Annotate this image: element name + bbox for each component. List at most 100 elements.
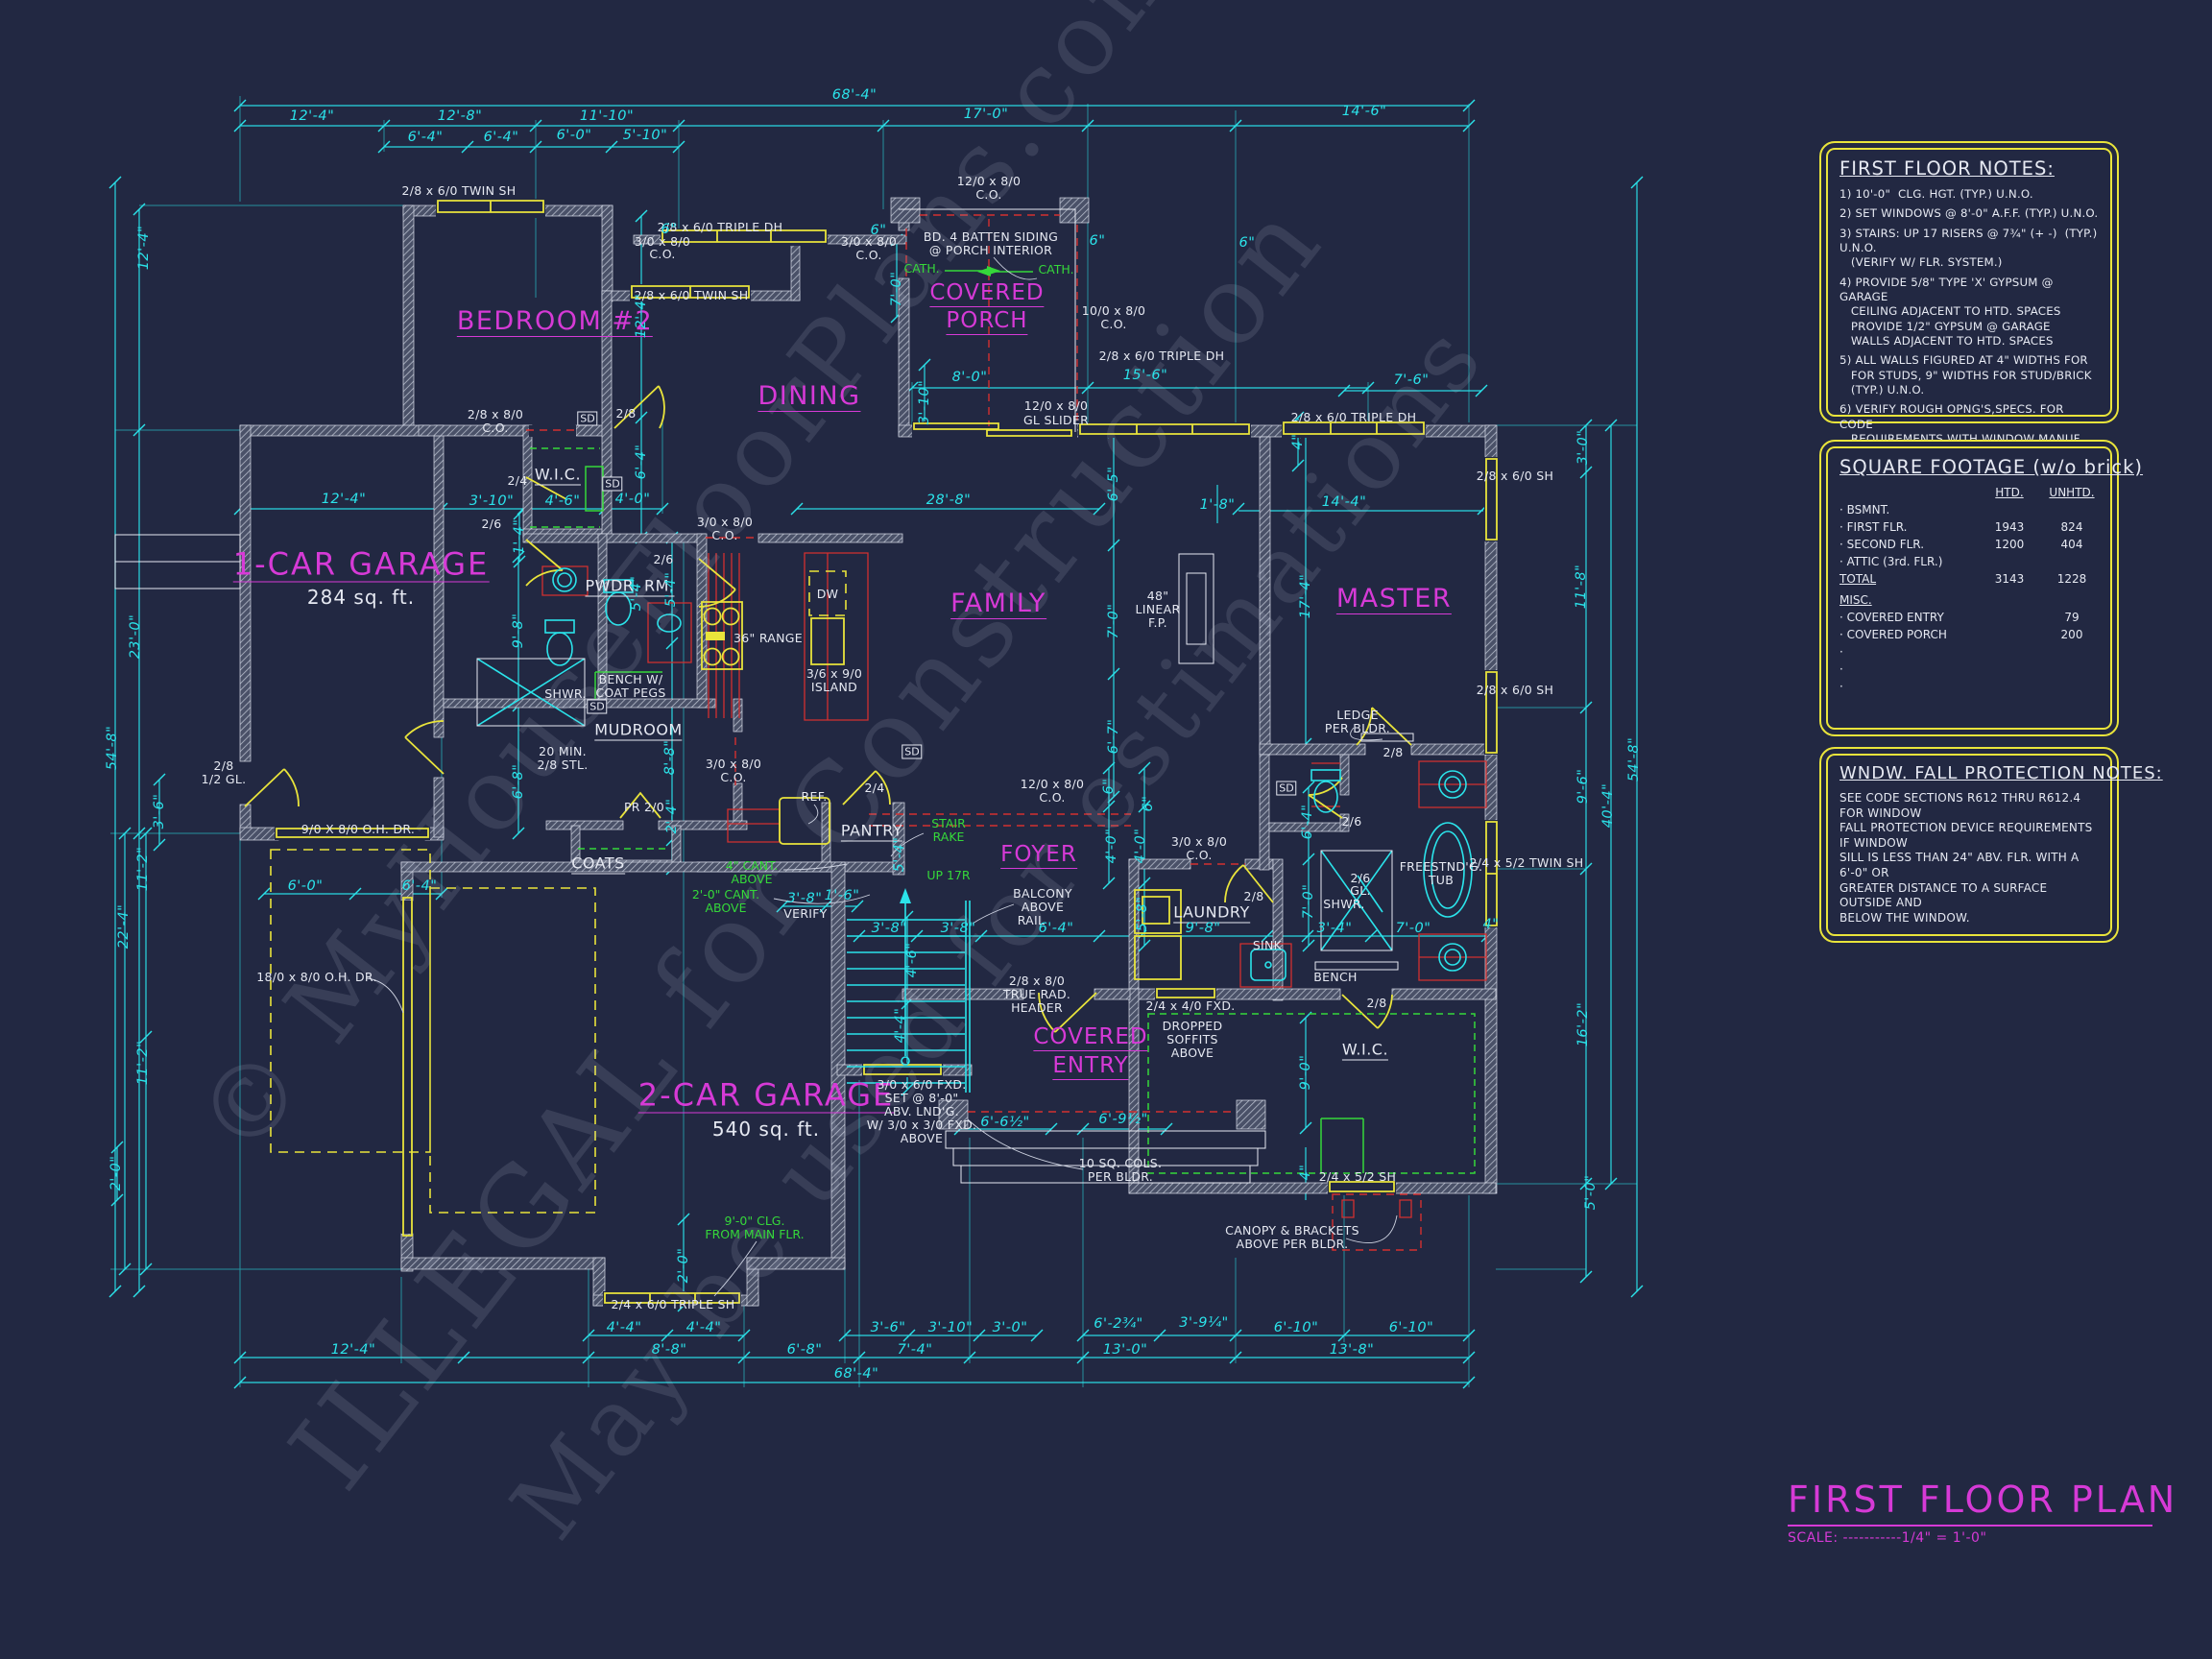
plan-label: 5'-8" [1134,896,1150,932]
plan-label: 4" [1482,916,1500,932]
plan-label: 22'-4" [115,903,132,950]
notes-list: 1) 10'-0" CLG. HGT. (TYP.) U.N.O.2) SET … [1839,187,2099,500]
plan-label: C.O. [855,247,882,262]
plan-label: 2/8 x 6/0 SH [1476,468,1554,483]
plan-label: LEDGE [1336,707,1379,722]
plan-label: 54'-8" [1625,736,1642,782]
plan-label: 3'-6" [151,793,167,830]
plan-label: 28'-8" [926,492,972,508]
plan-label: 6'-0" [556,127,592,143]
sqft-cell [2037,662,2106,676]
plan-label: 4'-4" [892,1007,908,1044]
plan-label: 3'-8" [871,920,907,936]
plan-label: SHWR. [1323,896,1365,911]
walls [239,197,1498,1307]
plan-label: 9'-0" CLG. [724,1213,785,1228]
plan-label: SHWR. [544,685,587,701]
plan-label: 16'-2" [1575,1001,1591,1047]
plan-label: 4" CANT. [725,857,779,873]
plan-label: W.I.C. [534,465,582,486]
plan-label: COAT PEGS [595,685,666,700]
plan-label: 2/8 [1366,995,1387,1010]
plan-label: 2/8 x 6/0 TRIPLE DH [657,219,783,234]
plan-label: 2/8 x 6/0 TWIN SH [634,287,749,302]
plan-label: 2/6 [653,551,674,566]
plan-label: C.O. [1039,789,1066,805]
plan-label: 6'-4" [483,129,519,145]
plan-label: VERIFY [783,905,828,921]
plan-label: 2/8 x 6/0 TWIN SH [401,182,517,198]
plan-label: 284 sq. ft. [306,586,416,609]
sqft-cell: SECOND FLR. [1839,538,1982,551]
sqft-cell: 1228 [2056,572,2087,586]
plan-label: 2/8 x 8/0 [467,406,524,421]
plan-label: STAIR [931,815,966,830]
plan-label: 6'-4" [401,878,438,894]
fixtures [476,567,1473,1093]
plan-label: CANOPY & BRACKETS [1225,1222,1359,1238]
plan-label: 1-CAR GARAGE [232,545,490,583]
plan-label: 1'-4" [511,518,527,555]
note-item: 4) PROVIDE 5/8" TYPE 'X' GYPSUM @ GARAGE… [1839,275,2061,348]
sheet-scale: SCALE: -----------1/4" = 1'-0" [1788,1530,1987,1546]
sqft-cell [1982,628,2037,641]
plan-label: 12'-4" [633,293,649,339]
sheet-title: FIRST FLOOR PLAN [1788,1479,2175,1527]
plan-label: BEDROOM #2 [456,306,654,337]
sqft-cell: BSMNT. [1839,503,1982,517]
plan-label: 12/0 x 8/0 [1023,397,1089,413]
plan-label: 7'-0" [1105,603,1121,639]
plan-label: COVERED [1033,1024,1148,1051]
plan-label: BENCH W/ [598,671,663,686]
plan-label: 15'-6" [1122,367,1168,383]
plan-label: 13'-8" [1329,1341,1375,1358]
plan-label: 3'-10" [469,493,515,509]
plan-label: 1'-8" [1199,496,1236,513]
plan-label: 17'-4" [1297,573,1313,619]
plan-label: 4'-6" [544,493,581,509]
sqft-cell: COVERED ENTRY [1839,611,1982,624]
sqft-cell: ATTIC (3rd. FLR.) [1839,555,1982,568]
plan-label: 12'-4" [289,108,335,124]
plan-label: 7'-0" [1395,920,1431,936]
plan-label: 2/8 x 6/0 SH [1476,682,1554,697]
plan-label: 6'-4" [1038,920,1074,936]
plan-label: 8'-0" [951,369,988,385]
sqft-cell: 3143 [1994,572,2025,586]
plan-label: ABOVE [900,1130,944,1145]
plan-label: W/ 3/0 x 3/0 FXD. [866,1117,977,1132]
plan-label: 10 SQ. COLS. [1078,1155,1163,1170]
title-block: FIRST FLOOR PLAN SCALE: -----------1/4" … [1788,1479,2175,1546]
plan-label: 6'-4" [407,129,444,145]
sqft-cell [1982,662,2037,676]
plan-label: 4'-0" [1132,828,1148,864]
plan-label: PWDR. RM. [585,576,675,597]
plan-label: GL. [1350,882,1371,898]
plan-label: 3'-10" [927,1319,974,1335]
plan-label: ENTRY [1052,1053,1129,1080]
sqft-cell [2037,645,2106,659]
green-annotations [530,266,1476,1174]
plan-label: 8'-8" [661,739,678,776]
plan-label: 12'-4" [135,225,152,271]
plan-label: TRUE RAD. [1002,986,1071,1001]
plan-label: 5'-4" [891,836,907,873]
plan-label: BENCH [1313,969,1358,984]
plan-label: 11'-10" [579,108,635,124]
plan-label: 2'-4" [663,798,680,834]
plan-label: 1/2 GL. [201,771,247,786]
plan-label: 3'-4" [1316,920,1353,936]
plan-label: 2-CAR GARAGE [637,1076,895,1114]
windows-and-doors [244,200,1498,1304]
plan-label: 6'-7" [1105,718,1121,755]
plan-label: SD [602,476,623,492]
plan-label: 9'-6" [1575,768,1591,805]
plan-label: 4'-0" [614,491,651,507]
plan-label: 2/8 [615,405,637,421]
plan-label: 17'-0" [963,106,1009,122]
plan-label: ABOVE [705,900,747,915]
plan-label: 5'-0" [1582,1174,1599,1211]
plan-label: 9'-8" [1185,920,1221,936]
plan-label: 3/0 x 8/0 [696,514,754,529]
